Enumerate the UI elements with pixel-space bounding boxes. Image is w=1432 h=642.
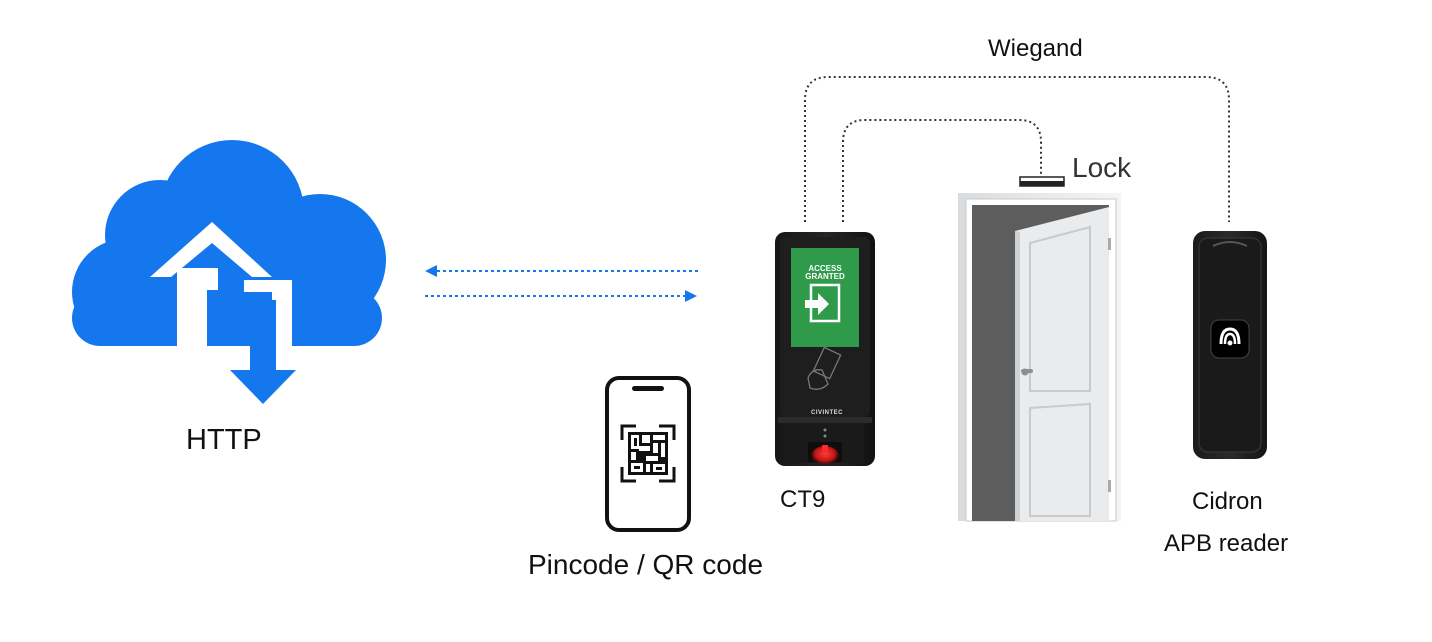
wiegand-wire [804,76,1230,222]
screen-line-2: GRANTED [805,272,845,281]
http-arrows [425,265,698,302]
door-icon [958,193,1121,522]
cloud-upload-download-icon [72,140,386,404]
qr-phone-icon [605,376,691,532]
cidron-label: Cidron [1192,488,1263,515]
ct9-device [775,232,875,466]
apb-reader-label: APB reader [1164,530,1289,557]
card-tap-icon [807,346,842,390]
cidron-reader [1193,231,1267,459]
wiegand-label: Wiegand [988,35,1083,62]
lock-device [1019,176,1065,187]
access-granted-screen [791,248,859,347]
screen-line-1: ACCESS [808,264,842,273]
pincode-qr-label: Pincode / QR code [528,549,764,580]
http-label: HTTP [186,424,262,456]
lock-wire [842,119,1042,222]
ct9-label: CT9 [780,486,826,513]
ct9-brand: CIVINTEC [811,410,844,416]
wireless-reader-icon [1210,319,1250,359]
lock-label: Lock [1072,152,1132,183]
